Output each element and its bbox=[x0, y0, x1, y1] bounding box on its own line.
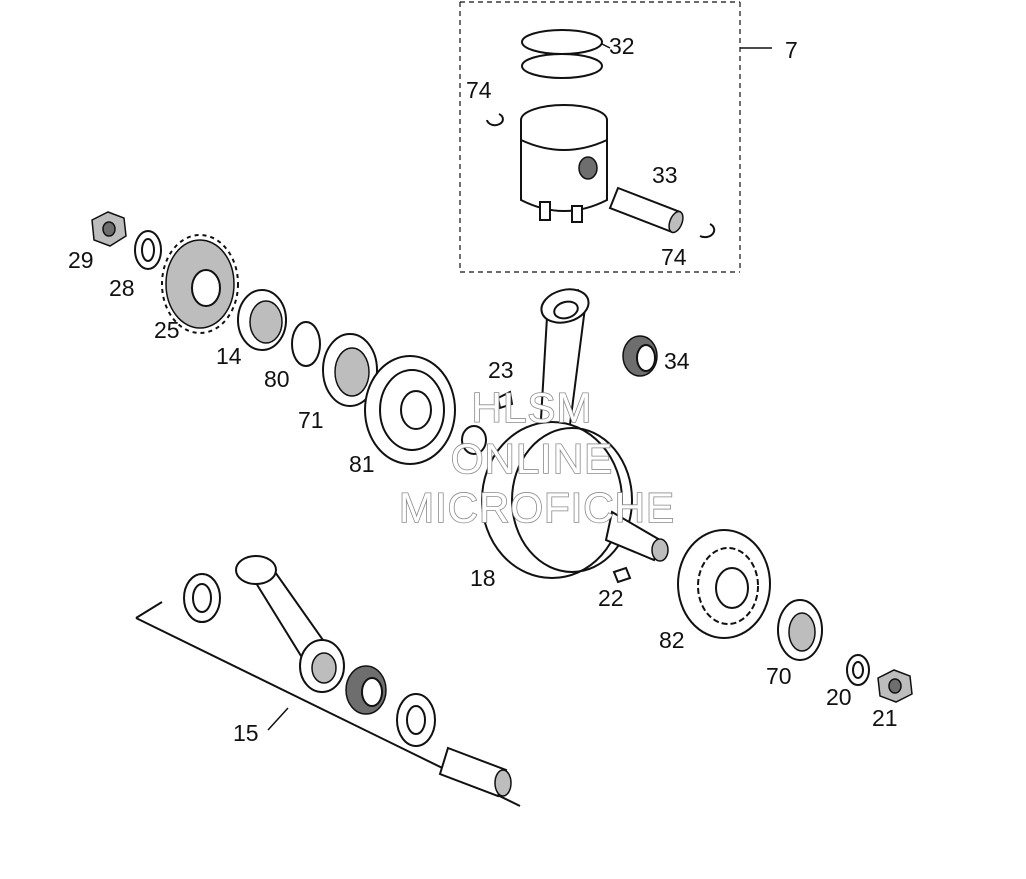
watermark-line-3: MICROFICHE bbox=[399, 484, 675, 531]
washer-20 bbox=[846, 654, 870, 686]
roller-bearing-82 bbox=[677, 529, 771, 639]
nut-21 bbox=[877, 669, 913, 703]
part-label-81: 81 bbox=[349, 451, 375, 477]
part-label-28: 28 bbox=[109, 275, 135, 301]
part-label-74-bottom: 74 bbox=[661, 244, 687, 270]
washer-28 bbox=[134, 230, 162, 270]
piston-rings bbox=[521, 29, 611, 79]
part-label-22: 22 bbox=[598, 585, 624, 611]
watermark: HLSM ONLINE MICROFICHE bbox=[398, 383, 675, 532]
part-label-33: 33 bbox=[652, 162, 678, 188]
part-label-74-top: 74 bbox=[466, 77, 492, 103]
bushing-14 bbox=[237, 289, 287, 351]
o-ring-80 bbox=[291, 321, 321, 367]
watermark-line-2: ONLINE bbox=[451, 435, 613, 482]
shaft-seal-71 bbox=[322, 333, 378, 407]
circlip-bottom bbox=[699, 223, 716, 239]
part-label-7: 7 bbox=[785, 37, 798, 63]
part-label-21: 21 bbox=[872, 705, 898, 731]
part-label-71: 71 bbox=[298, 407, 324, 433]
part-label-15: 15 bbox=[233, 720, 259, 746]
piston-kit-group bbox=[459, 1, 772, 273]
part-label-82: 82 bbox=[659, 627, 685, 653]
piston bbox=[520, 104, 608, 223]
part-label-25: 25 bbox=[154, 317, 180, 343]
part-label-80: 80 bbox=[264, 366, 290, 392]
gear-25 bbox=[161, 234, 239, 334]
needle-bearing-34 bbox=[622, 335, 658, 377]
watermark-line-1: HLSM bbox=[472, 384, 593, 431]
part-label-29: 29 bbox=[68, 247, 94, 273]
part-label-34: 34 bbox=[664, 348, 690, 374]
part-label-18: 18 bbox=[470, 565, 496, 591]
crankshaft-18 bbox=[461, 288, 669, 579]
nut-29 bbox=[91, 211, 127, 247]
part-label-70: 70 bbox=[766, 663, 792, 689]
part-label-20: 20 bbox=[826, 684, 852, 710]
part-label-23: 23 bbox=[488, 357, 514, 383]
part-label-14: 14 bbox=[216, 343, 242, 369]
shaft-seal-70 bbox=[777, 599, 823, 661]
piston-pin bbox=[608, 186, 684, 234]
part-label-32: 32 bbox=[609, 33, 635, 59]
key-23 bbox=[496, 390, 514, 410]
connecting-rod-kit-15 bbox=[135, 555, 521, 807]
key-22 bbox=[612, 566, 632, 584]
ball-bearing-81 bbox=[364, 355, 456, 465]
circlip-top bbox=[486, 113, 504, 127]
